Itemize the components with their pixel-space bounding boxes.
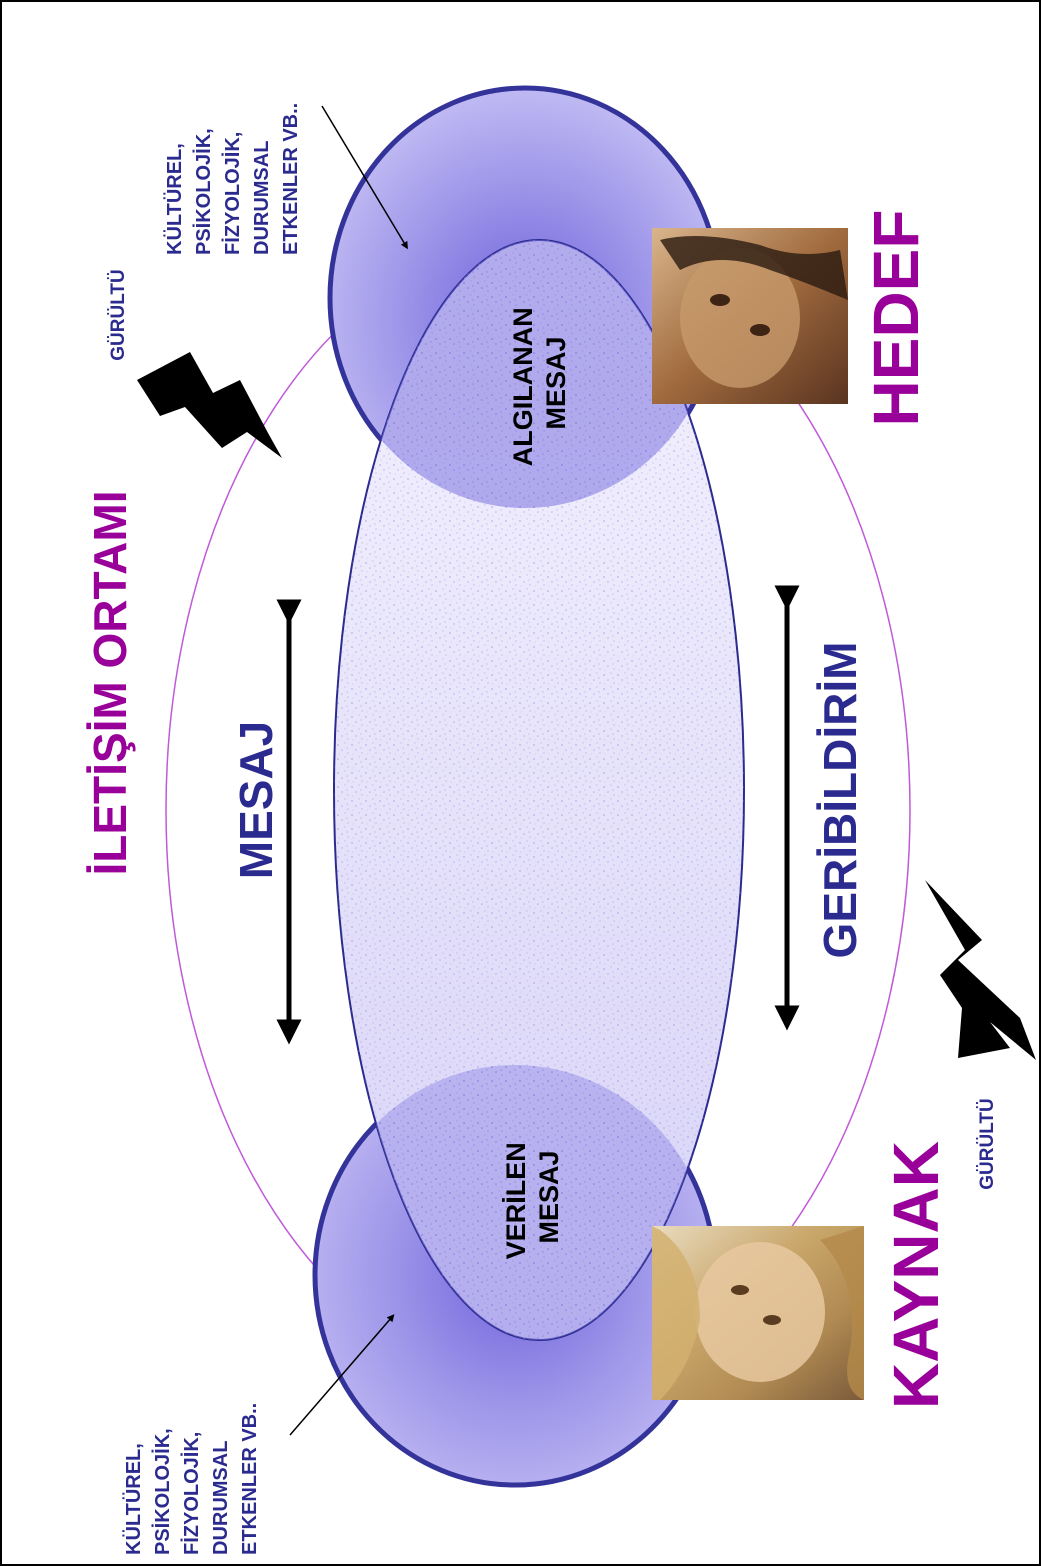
noise-bottom-lightning-bolt-icon [925, 880, 1036, 1060]
noise-top-lightning-bolt-icon [137, 352, 282, 458]
target-label: HEDEF [860, 210, 932, 427]
noise-top-label: GÜRÜLTÜ [108, 269, 129, 360]
target-photo [652, 228, 848, 404]
source-label: KAYNAK [880, 1141, 952, 1409]
target-factors-arrow-icon [321, 105, 408, 250]
diagram-title: İLETİŞİM ORTAMI [84, 490, 136, 875]
source-photo [652, 1226, 864, 1400]
noise-bottom-label: GÜRÜLTÜ [977, 1098, 998, 1189]
given-message-label: VERİLEN MESAJ [501, 1135, 564, 1260]
message-label: MESAJ [230, 721, 282, 879]
perceived-message-label: ALGILANAN MESAJ [508, 300, 571, 467]
source-factors-text: KÜLTÜREL, PSİKOLOJİK, FİZYOLOJİK, DURUMS… [122, 1403, 261, 1555]
target-factors-text: KÜLTÜREL, PSİKOLOJİK, FİZYOLOJİK, DURUMS… [163, 103, 302, 255]
message-channel-ellipse [333, 239, 745, 1341]
source-factors-arrow-icon [289, 1314, 395, 1436]
feedback-label: GERİBİLDİRİM [814, 642, 866, 959]
